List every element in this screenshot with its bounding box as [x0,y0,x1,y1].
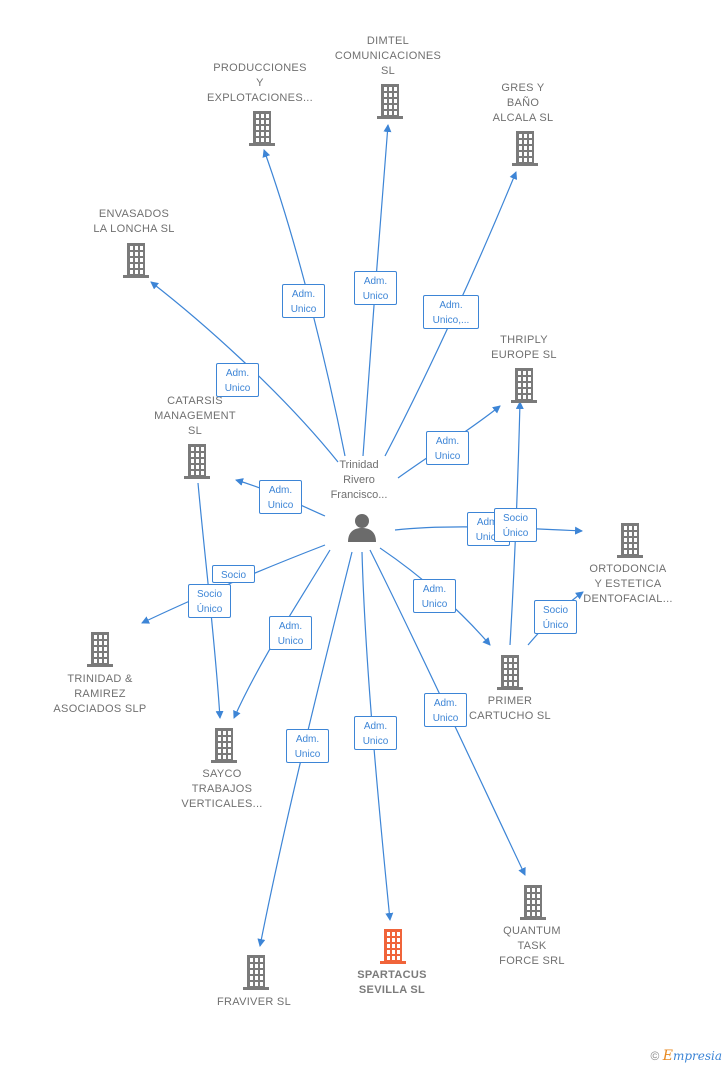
brand-e-logo: E [662,1048,673,1064]
gres-label[interactable]: GRES Y BAÑO ALCALA SL [492,82,554,124]
fraviver-building-icon[interactable] [240,954,272,995]
edge-label-sayco[interactable]: Adm. Unico [269,616,312,650]
producciones-label[interactable]: PRODUCCIONES Y EXPLOTACIONES... [206,62,314,104]
edge-label-sayco-socio[interactable]: Socio Único [188,584,231,618]
edge-label-trinidad-ramirez[interactable]: Socio [212,565,255,583]
edge-label-gres[interactable]: Adm. Unico,... [423,295,479,329]
person-icon[interactable] [347,512,377,547]
sayco-label[interactable]: SAYCO TRABAJOS VERTICALES... [181,768,263,810]
primer-cartucho-building-icon[interactable] [494,654,526,695]
ortodoncia-building-icon[interactable] [614,522,646,563]
edge-label-catarsis[interactable]: Adm. Unico [259,480,302,514]
edge-label-cartucho-ortodoncia[interactable]: Socio Único [534,600,577,634]
edge-label-quantum[interactable]: Adm. Unico [424,693,467,727]
edge-label-cartucho-thriply[interactable]: Socio Único [494,508,537,542]
empresia-brand: © Empresia [651,1048,722,1064]
edge-trinidad-ramirez [141,544,326,624]
envasados-building-icon[interactable] [120,242,152,283]
thriply-label[interactable]: THRIPLY EUROPE SL [491,334,557,361]
quantum-label[interactable]: QUANTUM TASK FORCE SRL [499,925,565,967]
edge-label-primer-cartucho[interactable]: Adm. Unico [413,579,456,613]
edge-label-producciones[interactable]: Adm. Unico [282,284,325,318]
edge-label-thriply[interactable]: Adm. Unico [426,431,469,465]
spartacus-label[interactable]: SPARTACUS SEVILLA SL [357,969,427,996]
edge-envasados [150,281,339,463]
brand-name: mpresia [672,1049,722,1063]
edge-label-envasados[interactable]: Adm. Unico [216,363,259,397]
sayco-building-icon[interactable] [208,727,240,768]
thriply-building-icon[interactable] [508,367,540,408]
catarsis-building-icon[interactable] [181,443,213,484]
edge-label-dimtel[interactable]: Adm. Unico [354,271,397,305]
envasados-label[interactable]: ENVASADOS LA LONCHA SL [93,208,175,235]
center-person-label[interactable]: Trinidad Rivero Francisco... [330,459,388,501]
ortodoncia-label[interactable]: ORTODONCIA Y ESTETICA DENTOFACIAL... [583,563,673,605]
catarsis-label[interactable]: CATARSIS MANAGEMENT SL [154,395,236,437]
dimtel-label[interactable]: DIMTEL COMUNICACIONES SL [334,35,442,77]
spartacus-building-icon[interactable] [377,928,409,969]
producciones-building-icon[interactable] [246,110,278,151]
gres-building-icon[interactable] [509,130,541,171]
trinidad-ramirez-building-icon[interactable] [84,631,116,672]
quantum-building-icon[interactable] [517,884,549,925]
copyright-symbol: © [650,1049,660,1063]
edge-label-spartacus[interactable]: Adm. Unico [354,716,397,750]
primer-cartucho-label[interactable]: PRIMER CARTUCHO SL [469,695,551,722]
trinidad-ramirez-label[interactable]: TRINIDAD & RAMIREZ ASOCIADOS SLP [53,673,147,715]
dimtel-building-icon[interactable] [374,83,406,124]
edge-label-fraviver[interactable]: Adm. Unico [286,729,329,763]
fraviver-label[interactable]: FRAVIVER SL [216,996,291,1008]
